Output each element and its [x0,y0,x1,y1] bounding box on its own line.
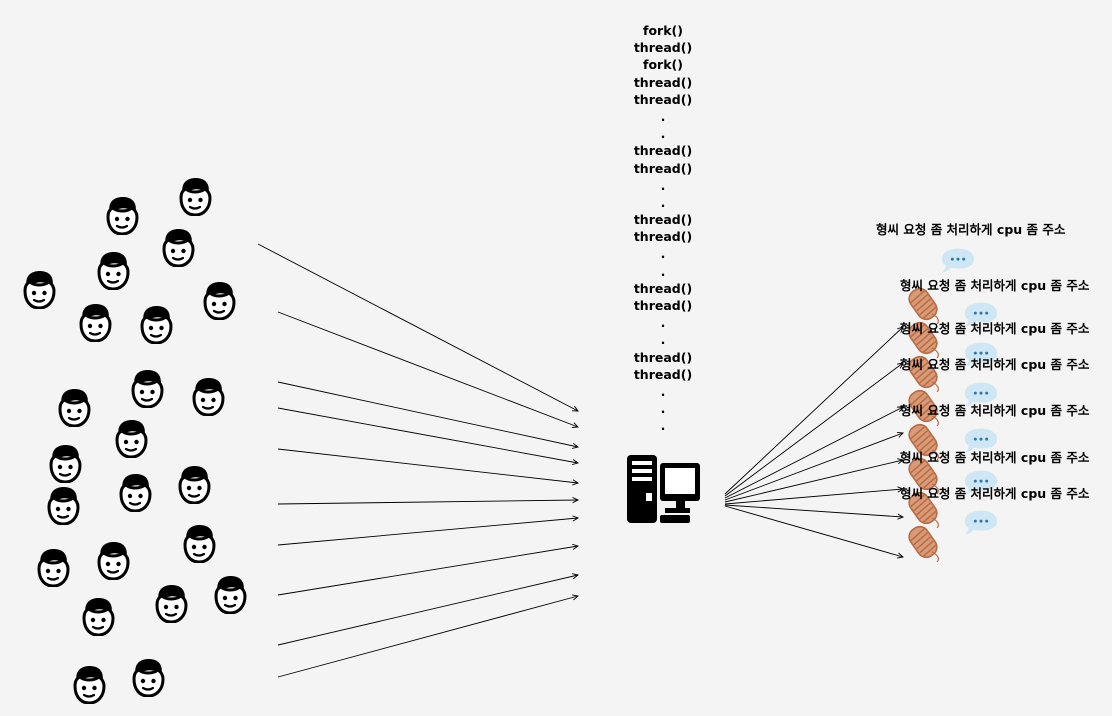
thread-call-11: thread() [633,212,693,228]
person-face-icon [23,271,56,309]
outgoing-arrow [724,406,904,499]
incoming-arrow [277,543,580,596]
thread-call-10: . [660,194,666,210]
thread-call-2: fork() [643,57,683,73]
thread-call-18: . [660,332,666,348]
computer-icon [627,455,700,523]
outgoing-arrow [724,486,905,505]
thread-call-23: . [660,418,666,434]
thread-call-list: fork()thread()fork()thread()thread()..th… [600,22,726,435]
incoming-arrow [277,381,580,449]
person-face-icon [140,306,173,344]
person-face-icon [82,598,115,636]
person-face-icon [97,542,130,580]
thread-call-15: thread() [633,280,693,296]
request-label: 형씨 요청 좀 처리하게 cpu 좀 주소 [876,222,1066,237]
request-label: 형씨 요청 좀 처리하게 cpu 좀 주소 [900,486,1090,501]
outgoing-arrow [724,362,904,497]
incoming-arrow [277,515,580,546]
thread-call-7: thread() [633,143,693,159]
clients-group [23,178,247,704]
thread-call-19: thread() [633,349,693,365]
person-face-icon [49,445,82,483]
thread-call-13: . [660,246,666,262]
thread-call-3: thread() [633,74,693,90]
person-face-icon [162,229,195,267]
request-label: 형씨 요청 좀 처리하게 cpu 좀 주소 [900,321,1090,336]
speech-bubble-icon [964,428,998,453]
person-face-icon [119,474,152,512]
person-face-icon [73,666,106,704]
person-face-icon [58,389,91,427]
thread-call-14: . [660,263,666,279]
outgoing-arrow [724,326,904,495]
incoming-request-arrows [257,243,580,678]
thread-call-0: fork() [643,23,683,38]
person-face-icon [179,178,212,216]
thread-call-12: thread() [633,229,693,245]
person-face-icon [131,370,164,408]
person-face-icon [37,549,70,587]
incoming-arrow [277,407,580,466]
speech-bubble-icon [964,510,998,535]
outgoing-arrow [724,432,904,501]
person-face-icon [106,197,139,235]
request-label: 형씨 요청 좀 처리하게 cpu 좀 주소 [900,403,1090,418]
thread-call-20: thread() [633,366,693,382]
thread-call-6: . [660,126,666,142]
outgoing-arrow [724,505,904,559]
incoming-arrow [277,594,579,678]
person-face-icon [214,576,247,614]
thread-call-4: thread() [633,91,693,107]
person-face-icon [183,525,216,563]
request-label: 형씨 요청 좀 처리하게 cpu 좀 주소 [900,278,1090,293]
thread-spool-icon [905,522,941,562]
thread-call-22: . [660,401,666,417]
thread-call-8: thread() [633,160,693,176]
person-face-icon [97,252,130,290]
person-face-icon [47,487,80,525]
incoming-arrow [257,243,579,412]
incoming-arrow [277,311,579,428]
outgoing-arrow [724,504,905,520]
speech-bubble-icon [941,248,975,273]
request-label: 형씨 요청 좀 처리하게 cpu 좀 주소 [900,450,1090,465]
person-face-icon [79,304,112,342]
person-face-icon [203,282,236,320]
thread-call-17: . [660,315,666,331]
thread-call-1: thread() [633,40,693,56]
request-label: 형씨 요청 좀 처리하게 cpu 좀 주소 [900,357,1090,372]
outgoing-thread-arrows [724,326,905,559]
person-face-icon [178,466,211,504]
incoming-arrow [277,497,580,505]
thread-call-21: . [660,383,666,399]
person-face-icon [132,659,165,697]
incoming-arrow [277,448,580,486]
thread-call-16: thread() [633,298,693,313]
thread-call-9: . [660,177,666,193]
person-face-icon [155,585,188,623]
person-face-icon [192,378,225,416]
person-face-icon [115,420,148,458]
outgoing-arrow [724,458,905,503]
incoming-arrow [277,573,580,646]
thread-call-5: . [660,108,666,124]
